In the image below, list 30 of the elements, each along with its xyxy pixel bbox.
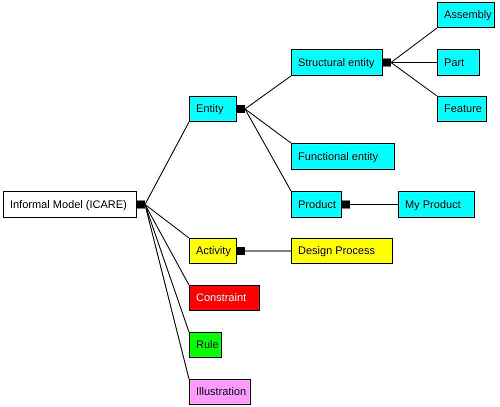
class-box: [291, 49, 383, 76]
connector-line: [236, 247, 292, 255]
class-box: [189, 332, 222, 358]
class-box: [189, 379, 251, 405]
class-box: [189, 238, 237, 264]
class-name: Rule: [196, 339, 219, 351]
class-name: Activity: [196, 245, 231, 257]
class-name: Informal Model (ICARE): [10, 198, 127, 210]
class-name: Constraint: [196, 292, 246, 304]
connector-line: [342, 200, 398, 208]
class-box: [291, 191, 342, 218]
class-box: [437, 2, 495, 28]
class-name: My Product: [405, 198, 461, 210]
class-name: Product: [298, 198, 336, 210]
class-box: [398, 191, 475, 218]
class-box: [437, 49, 480, 76]
class-name: Part: [444, 56, 464, 68]
class-name: Entity: [196, 103, 224, 115]
class-box: [291, 143, 395, 170]
class-box: [437, 96, 487, 122]
class-name: Design Process: [298, 245, 376, 257]
class-name: Functional entity: [298, 150, 378, 162]
class-box: [291, 238, 393, 264]
class-box: [189, 96, 237, 122]
class-name: Illustration: [196, 386, 246, 398]
class-box: [3, 191, 137, 218]
class-name: Feature: [444, 103, 482, 115]
class-name: Assembly: [444, 9, 492, 21]
class-name: Structural entity: [298, 56, 374, 68]
class-box: [189, 285, 260, 311]
